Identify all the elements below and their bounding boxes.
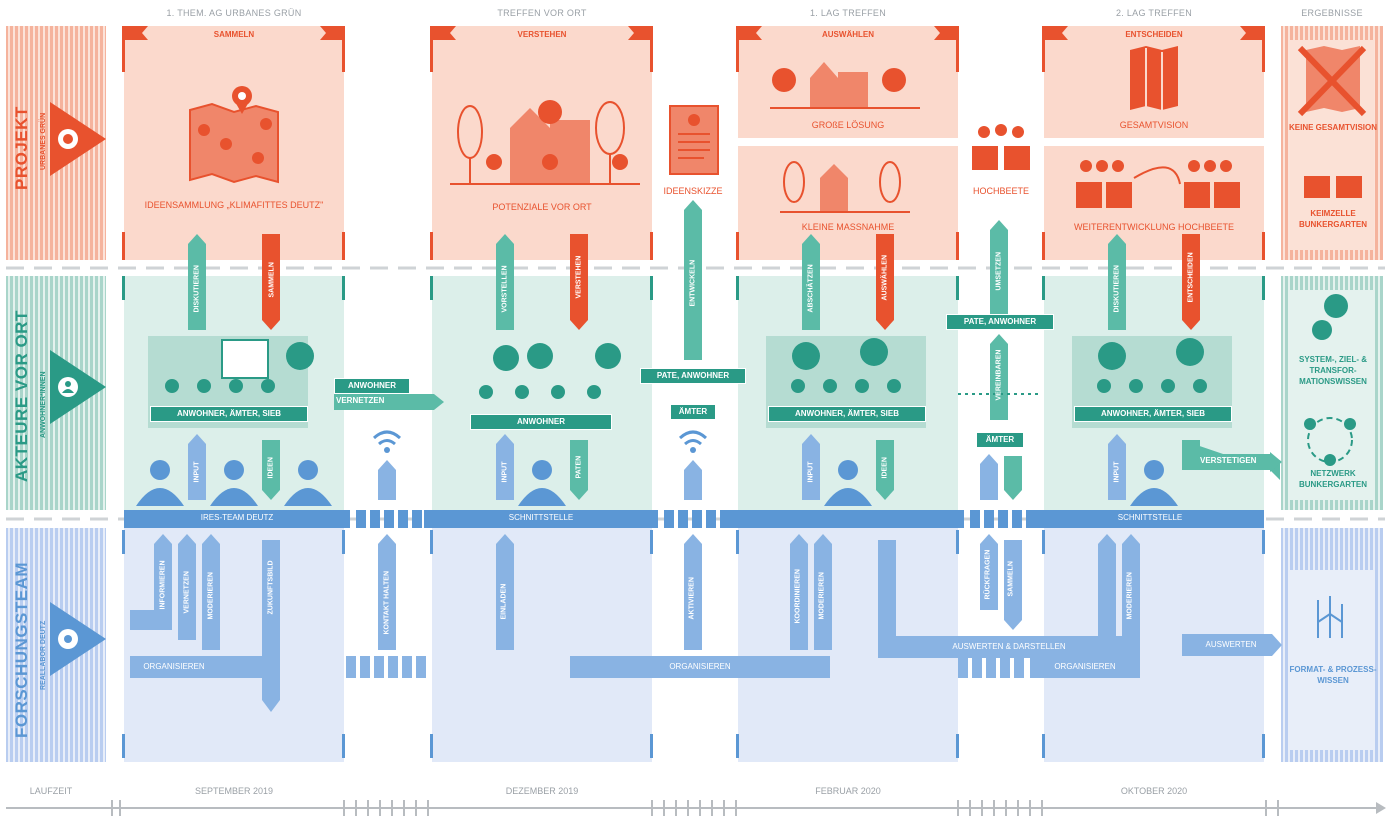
panel-title-entscheiden: ENTSCHEIDEN — [1125, 30, 1183, 39]
caption-potenziale: POTENZIALE VOR ORT — [492, 202, 592, 212]
arrow-label-paten: PATEN — [575, 455, 583, 479]
header-treffen-vor-ort: TREFFEN VOR ORT — [497, 8, 587, 18]
arrow-label-input-2: INPUT — [501, 461, 509, 483]
ideenskizze-document-icon — [669, 105, 719, 175]
arrow-label-rueckfragen: RÜCKFRAGEN — [984, 549, 992, 600]
arrow-label-ideen-1: IDEEN — [267, 457, 275, 479]
caption-ideenskizze: IDEENSKIZZE — [663, 186, 723, 196]
research-auswerten: AUSWERTEN — [1205, 640, 1257, 649]
arrow-label-vorstellen: VORSTELLEN — [501, 265, 509, 313]
label-anwohner-aemter-sieb-1: ANWOHNER, ÄMTER, SIEB — [150, 406, 308, 422]
label-anwohner-2: ANWOHNER — [470, 414, 612, 430]
arrow-label-sammeln: SAMMELN — [268, 262, 276, 298]
interface-schnittstelle-1: SCHNITTSTELLE — [508, 513, 574, 522]
arrow-label-input-3: INPUT — [807, 461, 815, 483]
arrow-label-ideen-2: IDEEN — [881, 457, 889, 479]
arrow-label-entwickeln: ENTWICKELN — [689, 259, 697, 307]
result-wissen: SYSTEM-, ZIEL- & TRANSFOR-MATIONSWISSEN — [1299, 355, 1367, 386]
label-anwohner-1: ANWOHNER — [334, 378, 410, 394]
research-organisieren-1: ORGANISIEREN — [143, 662, 205, 671]
arrow-label-umsetzen: UMSETZEN — [995, 252, 1003, 291]
weiterentwicklung-hochbeete-icon — [1076, 160, 1240, 208]
label-vernetzen: VERNETZEN — [336, 396, 385, 405]
result-netzwerk: NETZWERK BUNKERGARTEN — [1299, 469, 1367, 489]
arrow-label-vernetzen: VERNETZEN — [183, 571, 191, 614]
caption-hochbeete: HOCHBEETE — [972, 186, 1029, 196]
arrow-label-input-4: INPUT — [1113, 461, 1121, 483]
arrow-label-vereinbaren: VEREINBAREN — [995, 349, 1003, 401]
timeline-dezember-2019: DEZEMBER 2019 — [505, 786, 579, 796]
label-pate-anwohner-2: PATE, ANWOHNER — [946, 314, 1054, 330]
arrow-label-auswaehlen: AUSWÄHLEN — [881, 255, 889, 301]
interface-schnittstelle-2: SCHNITTSTELLE — [1117, 513, 1183, 522]
kleine-massnahme-illustration-icon — [780, 161, 910, 213]
research-organisieren-2: ORGANISIEREN — [669, 662, 731, 671]
arrow-label-zukunftsbild: ZUKUNFTSBILD — [267, 560, 275, 615]
arrow-label-koordinieren: KOORDINIEREN — [794, 569, 802, 624]
keine-gesamtvision-icon — [1297, 45, 1367, 117]
label-aemter-1: ÄMTER — [670, 404, 716, 420]
projekt-badge-icon — [50, 102, 106, 176]
result-keimzelle: KEIMZELLE BUNKERGARTEN — [1299, 209, 1367, 229]
arrow-label-verstehen: VERSTEHEN — [575, 255, 583, 299]
header-ergebnisse: ERGEBNISSE — [1301, 8, 1363, 18]
arrow-label-diskutieren-2: DISKUTIEREN — [1113, 265, 1121, 313]
caption-weiterentwicklung: WEITERENTWICKLUNG HOCHBEETE — [1073, 222, 1234, 232]
keimzelle-icon — [1304, 176, 1362, 198]
label-anwohner-aemter-sieb-3: ANWOHNER, ÄMTER, SIEB — [1074, 406, 1232, 422]
panel-title-auswaehlen: AUSWÄHLEN — [822, 30, 874, 39]
timeline-februar-2020: FEBRUAR 2020 — [815, 786, 881, 796]
forschung-badge-icon — [50, 602, 106, 676]
process-network-icon — [1317, 596, 1343, 638]
arrow-label-einladen: EINLADEN — [500, 583, 508, 620]
arrow-label-kontakt-halten: KONTAKT HALTEN — [383, 570, 391, 635]
grosse-loesung-illustration-icon — [770, 62, 920, 109]
arrow-label-informieren: INFORMIEREN — [159, 560, 167, 610]
potenziale-illustration-icon — [450, 100, 640, 185]
label-verstetigen: VERSTETIGEN — [1200, 456, 1257, 465]
caption-ideensammlung: IDEENSAMMLUNG „KLIMAFITTES DEUTZ" — [144, 200, 324, 210]
arrow-label-sammeln-2: SAMMELN — [1007, 561, 1015, 597]
header-lag-1: 1. LAG TREFFEN — [809, 8, 887, 18]
result-format-prozess: FORMAT- & PROZESS-WISSEN — [1289, 665, 1377, 685]
research-auswerten-darstellen: AUSWERTEN & DARSTELLEN — [952, 642, 1066, 651]
caption-grosse-loesung: GROßE LÖSUNG — [811, 120, 885, 130]
timeline-september-2019: SEPTEMBER 2019 — [194, 786, 274, 796]
arrow-label-moderieren-3: MODERIEREN — [1126, 572, 1134, 620]
label-pate-anwohner-1: PATE, ANWOHNER — [640, 368, 746, 384]
gesamtvision-map-icon — [1130, 46, 1178, 110]
research-organisieren-3: ORGANISIEREN — [1054, 662, 1116, 671]
arrow-label-diskutieren: DISKUTIEREN — [193, 265, 201, 313]
arrow-label-entscheiden: ENTSCHEIDEN — [1187, 252, 1195, 303]
panel-title-verstehen: VERSTEHEN — [517, 30, 567, 39]
panel-title-sammeln: SAMMELN — [213, 30, 255, 39]
result-keine-gesamtvision: KEINE GESAMTVISION — [1288, 123, 1377, 132]
timeline-axis — [6, 800, 1386, 816]
interface-ires-team: IRES-TEAM DEUTZ — [200, 513, 274, 522]
timeline-laufzeit: LAUFZEIT — [29, 786, 73, 796]
header-them-ag: 1. THEM. AG URBANES GRÜN — [166, 8, 302, 18]
arrow-label-input-1: INPUT — [193, 461, 201, 483]
arrow-label-aktivieren: AKTIVIEREN — [688, 577, 696, 620]
label-anwohner-aemter-sieb-2: ANWOHNER, ÄMTER, SIEB — [768, 406, 926, 422]
map-pins-icon — [189, 86, 279, 184]
caption-kleine-massnahme: KLEINE MASSNAHME — [801, 222, 895, 232]
lane-title-forschung: FORSCHUNGSTEAM — [12, 561, 31, 738]
timeline-oktober-2020: OKTOBER 2020 — [1120, 786, 1188, 796]
arrow-label-moderieren: MODERIEREN — [207, 572, 215, 620]
label-aemter-2: ÄMTER — [976, 432, 1024, 448]
akteure-badge-icon — [50, 350, 106, 424]
caption-gesamtvision: GESAMTVISION — [1119, 120, 1189, 130]
hochbeete-icon — [972, 124, 1030, 170]
header-lag-2: 2. LAG TREFFEN — [1115, 8, 1193, 18]
arrow-label-moderieren-2: MODERIEREN — [818, 572, 826, 620]
arrow-label-abschaetzen: ABSCHÄTZEN — [807, 264, 815, 313]
